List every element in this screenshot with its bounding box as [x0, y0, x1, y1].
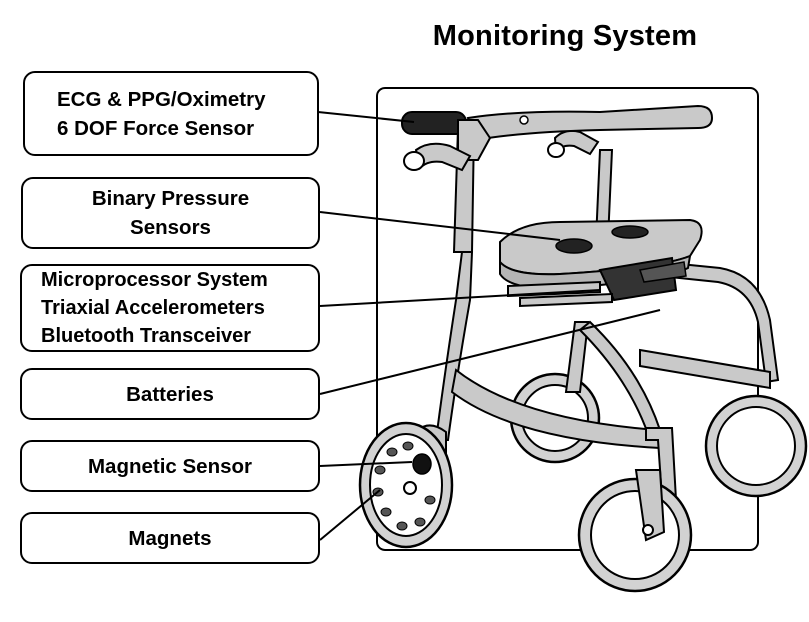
- label-batteries: Batteries: [20, 368, 320, 420]
- leader-lines: [317, 111, 661, 541]
- diagram-title: Monitoring System: [432, 20, 698, 52]
- label-line: Microprocessor System: [41, 269, 268, 291]
- label-line: Triaxial Accelerometers: [41, 297, 265, 319]
- label-binary-pressure-sensors: Binary Pressure Sensors: [21, 177, 320, 249]
- handle-grip: [401, 111, 467, 135]
- label-line: Batteries: [126, 382, 214, 406]
- rear-frame: [564, 149, 780, 393]
- wheel-magnets: [372, 441, 436, 531]
- seat-rails: [507, 280, 613, 308]
- pressure-sensor-left: [555, 238, 593, 254]
- leader-magnetic-sensor: [319, 461, 413, 467]
- label-line: Binary Pressure: [91, 187, 250, 210]
- label-line: Magnets: [128, 526, 212, 550]
- front-right-wheel: [577, 469, 693, 593]
- rear-handle: [547, 129, 600, 158]
- front-left-wheel: [358, 421, 454, 549]
- label-line: Sensors: [130, 216, 211, 239]
- label-line: Magnetic Sensor: [87, 454, 253, 478]
- label-line: ECG & PPG/Oximetry: [57, 87, 266, 111]
- label-magnetic-sensor: Magnetic Sensor: [20, 440, 320, 492]
- label-magnets: Magnets: [20, 512, 320, 564]
- leader-batteries: [319, 309, 661, 395]
- electronics-box: [598, 256, 687, 302]
- rear-right-wheel: [704, 394, 808, 498]
- magnetic-sensor-marker: [412, 453, 432, 475]
- handlebar: [401, 104, 714, 161]
- label-line: Bluetooth Transceiver: [41, 325, 252, 347]
- leader-magnets: [319, 489, 381, 541]
- pressure-sensor-right: [611, 225, 649, 239]
- label-microprocessor-system: Microprocessor System Triaxial Accelerom…: [20, 264, 320, 352]
- leader-ecg: [317, 111, 415, 123]
- leader-pressure: [319, 211, 561, 241]
- label-line: 6 DOF Force Sensor: [57, 116, 255, 140]
- leader-electronics: [319, 289, 601, 307]
- front-brake-lever: [403, 142, 472, 172]
- label-ecg-force-sensor: ECG & PPG/Oximetry 6 DOF Force Sensor: [23, 71, 319, 156]
